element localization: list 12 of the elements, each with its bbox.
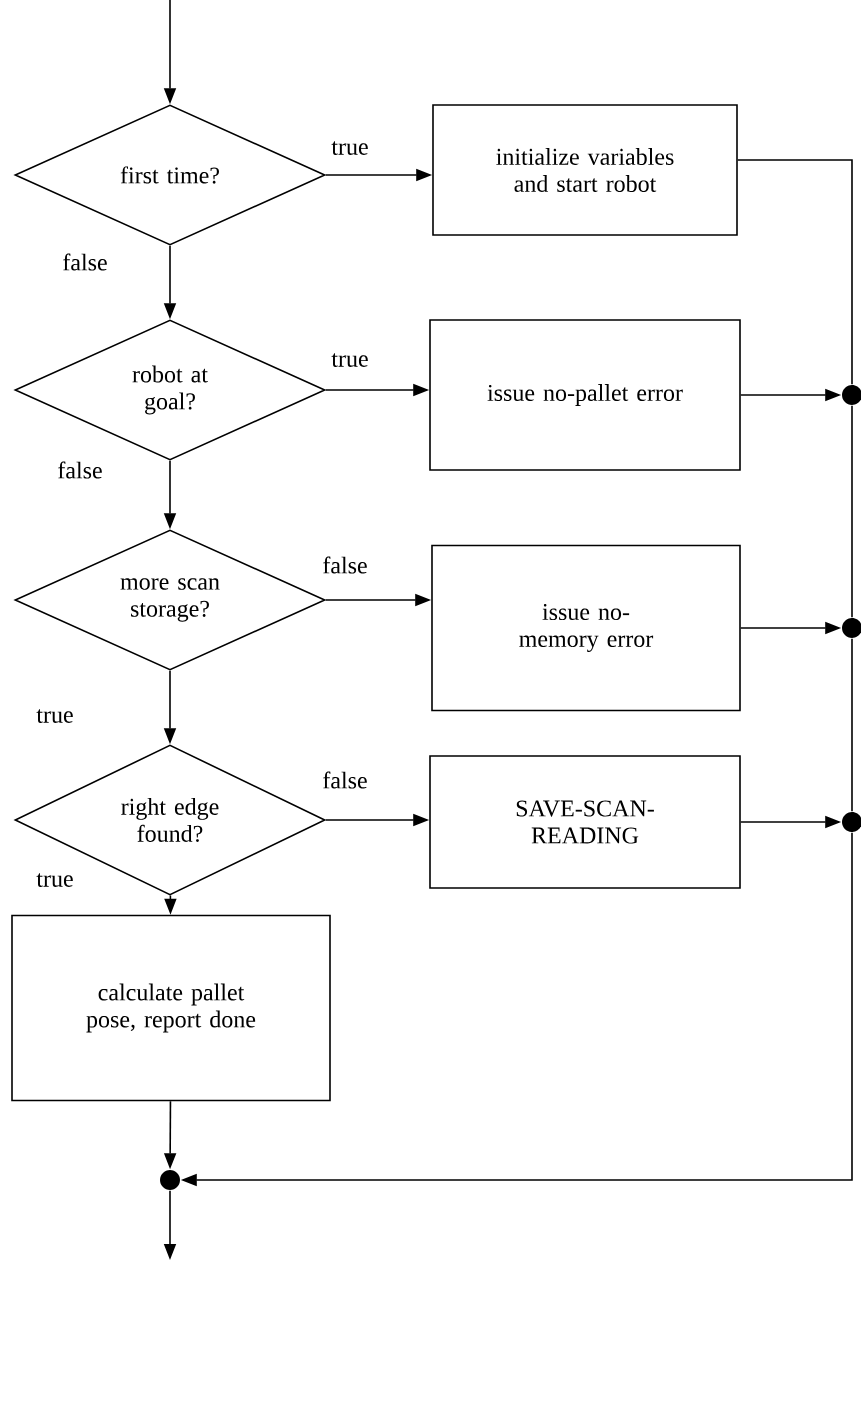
- edge-label: true: [36, 709, 73, 723]
- process-box: issue no-pallet error: [429, 319, 741, 471]
- process-box: calculate pallet pose, report done: [11, 914, 331, 1102]
- edge-label: true: [331, 353, 368, 367]
- process-box: initialize variables and start robot: [432, 104, 738, 236]
- edge-label: false: [58, 461, 102, 479]
- edge-label: true: [331, 141, 368, 155]
- edge-label: false: [63, 253, 107, 271]
- process-box: issue no-memory error: [431, 544, 741, 712]
- process-box: SAVE-SCAN-READING: [429, 755, 741, 889]
- edge-label: true: [36, 873, 73, 887]
- junction-dot: [160, 1170, 180, 1190]
